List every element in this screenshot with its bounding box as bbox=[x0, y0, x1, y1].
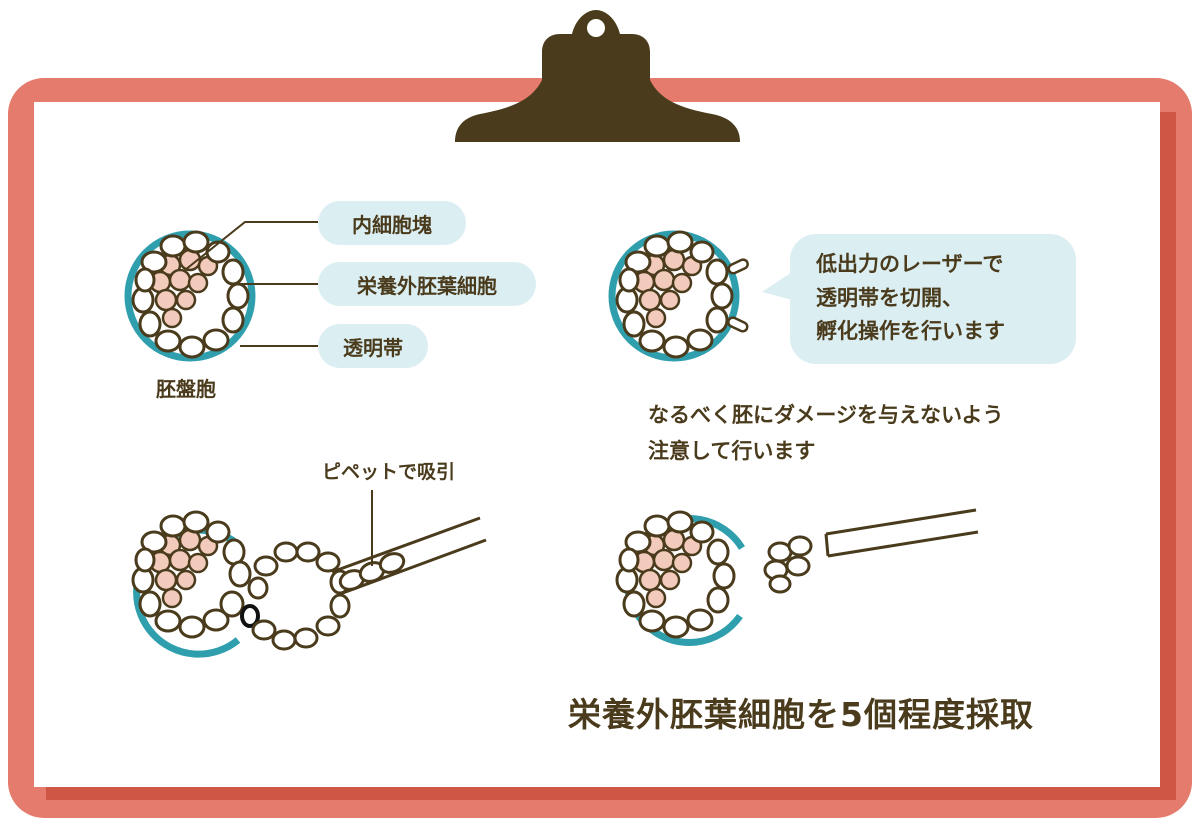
clip-hole bbox=[587, 19, 605, 37]
label-zona-pellucida: 透明帯 bbox=[318, 324, 428, 368]
care-note-line-2: 注意して行います bbox=[648, 439, 816, 463]
clip-icon bbox=[455, 10, 740, 142]
label-blastocyst: 胚盤胞 bbox=[156, 377, 216, 401]
clipboard-paper bbox=[34, 102, 1160, 787]
label-trophectoderm: 栄養外胚葉細胞 bbox=[318, 262, 536, 306]
blastocyst-suction-diagram bbox=[131, 490, 487, 658]
blastocyst-diagram bbox=[124, 221, 318, 362]
care-note-line-1: なるべく胚にダメージを与えないよう bbox=[648, 403, 1004, 427]
laser-note-bubble: 低出力のレーザーで 透明帯を切開、 孵化操作を行います bbox=[790, 234, 1076, 364]
blastocyst-laser-diagram bbox=[608, 230, 749, 362]
label-inner-cell-mass: 内細胞塊 bbox=[318, 201, 466, 245]
blastocyst-biopsy-diagram bbox=[615, 508, 979, 646]
result-caption: 栄養外胚葉細胞を5個程度採取 bbox=[568, 695, 1034, 734]
label-pipette: ピペットで吸引 bbox=[322, 461, 456, 483]
